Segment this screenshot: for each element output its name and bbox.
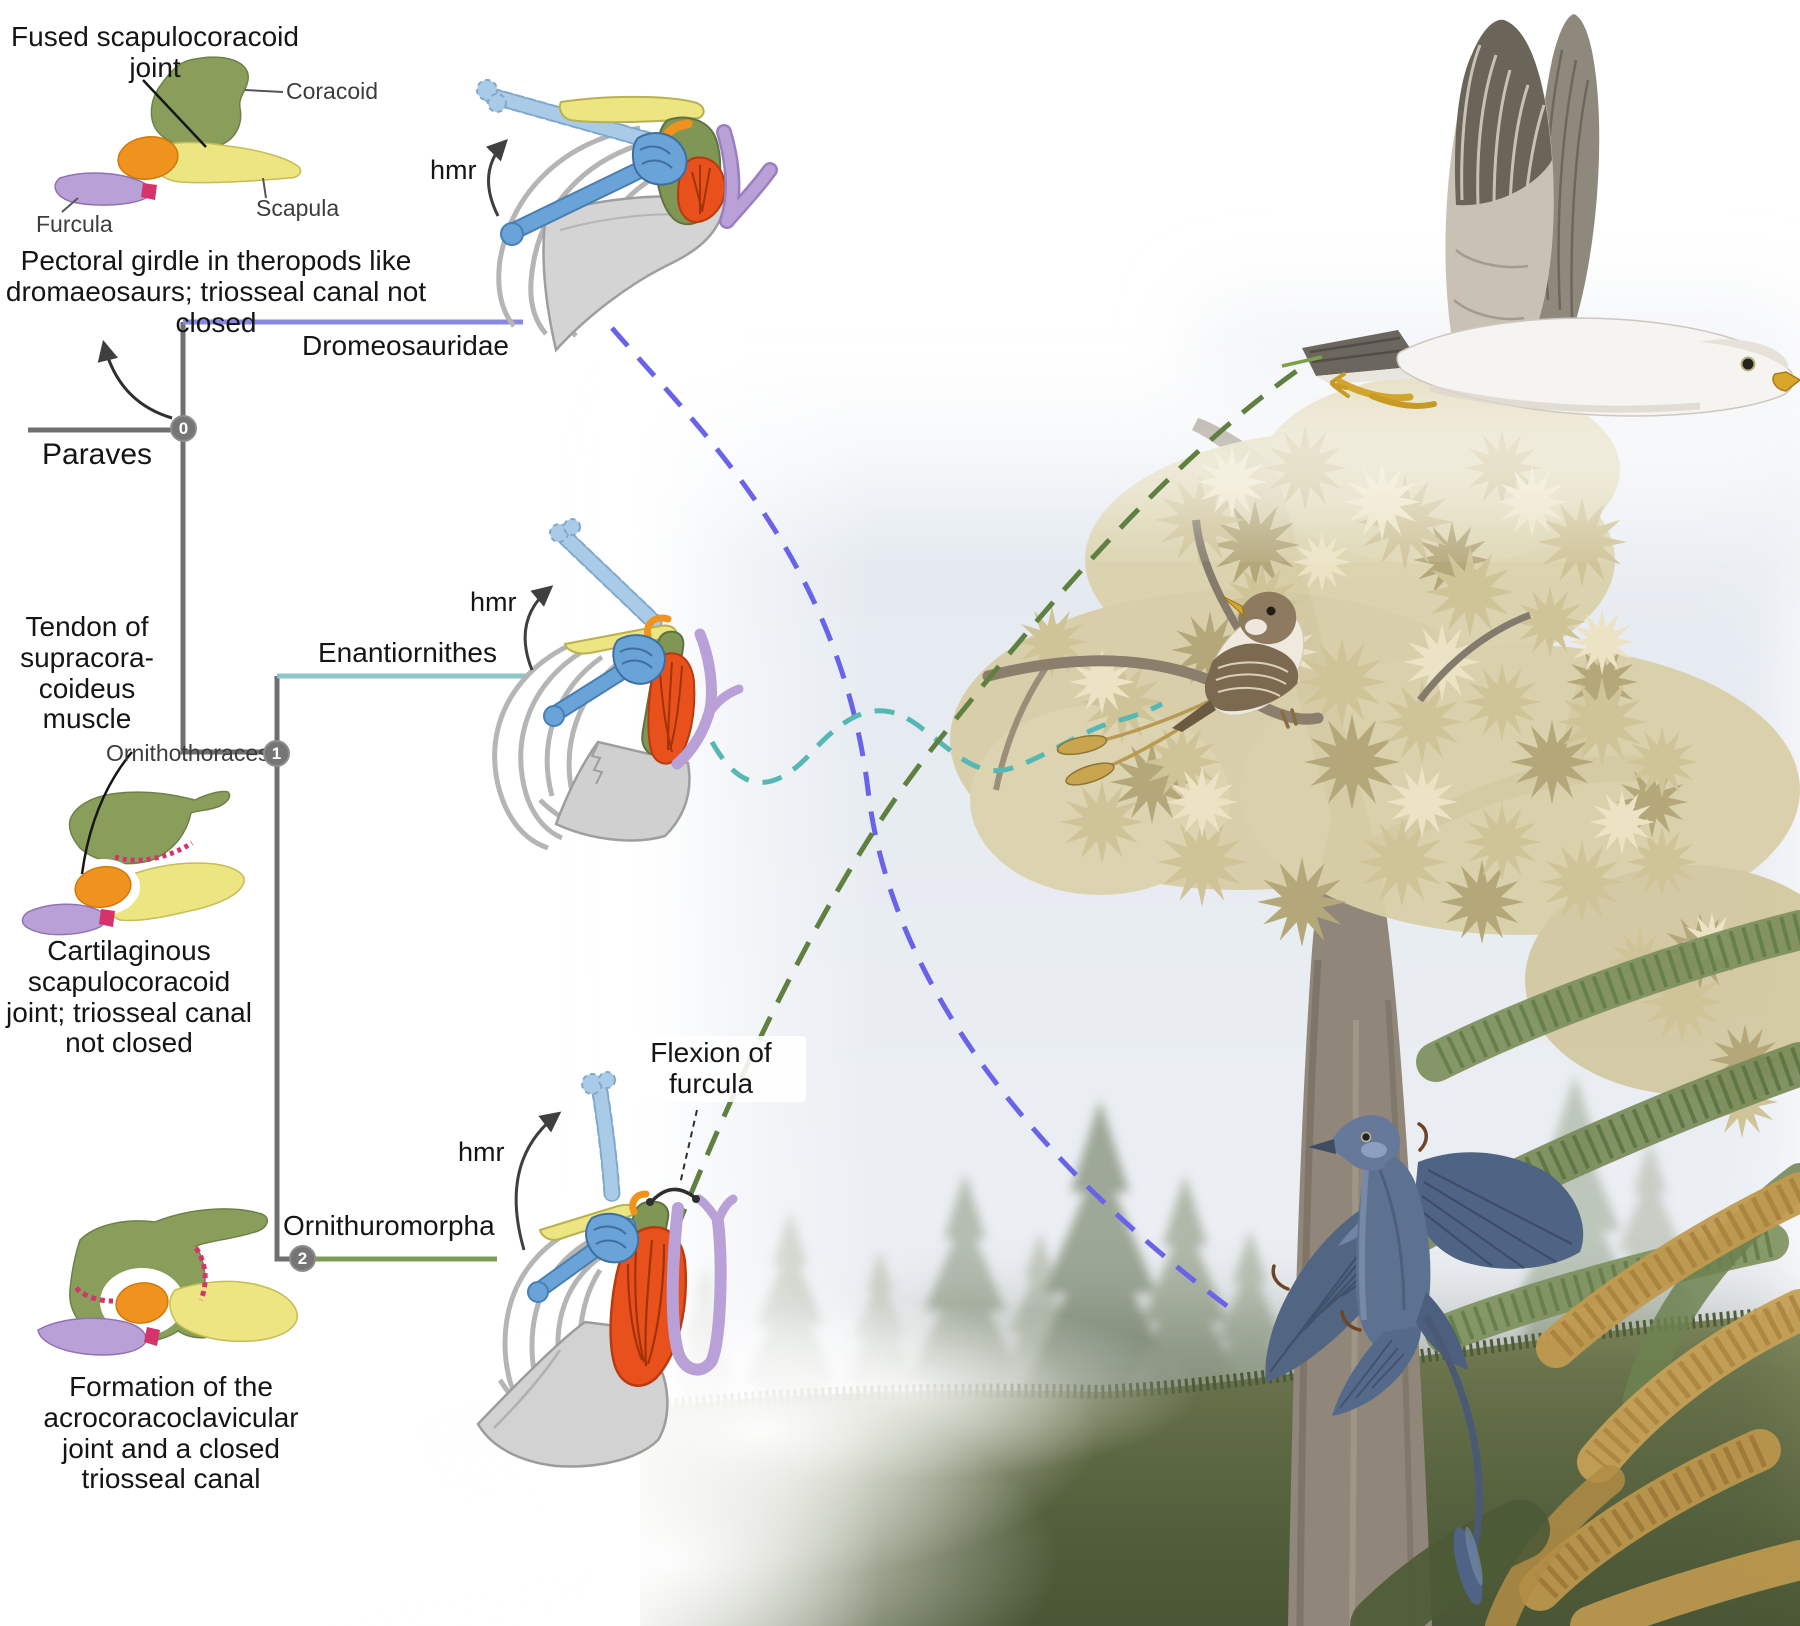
scapula-label: Scapula xyxy=(256,195,340,221)
connector-lines xyxy=(610,326,1300,1315)
ornithothoraces-label: Ornithothoraces xyxy=(106,740,270,766)
tree-node-1: 1 xyxy=(263,740,290,767)
clade-enantiornithes-label: Enantiornithes xyxy=(318,637,498,668)
flying-bird-icon xyxy=(1281,14,1800,417)
paraves-label: Paraves xyxy=(42,438,153,471)
connector-dromeosauridae xyxy=(610,326,1237,1315)
furcula-label: Furcula xyxy=(36,211,113,237)
girdle-stage3-icon xyxy=(37,1208,298,1356)
coracoid-label: Coracoid xyxy=(286,78,379,104)
hmr-label-dromeosauridae: hmr xyxy=(430,155,477,185)
joint-shape xyxy=(141,183,157,200)
supracoracoideus-shape xyxy=(117,136,179,180)
clade-ornithuromorpha-label: Ornithuromorpha xyxy=(283,1210,495,1241)
perch-branch-icon xyxy=(982,655,1324,725)
flexion-of-furcula-label: Flexion of furcula xyxy=(616,1036,806,1102)
tree-node-2: 2 xyxy=(289,1245,316,1272)
skeleton-enantiornithes-icon xyxy=(492,518,744,851)
girdle-stage2-icon xyxy=(21,751,245,936)
tree-node-0: 0 xyxy=(170,415,197,442)
girdle-stage1-icon xyxy=(54,56,302,213)
skeleton-ornithuromorpha-icon xyxy=(476,1071,738,1468)
scapula-shape xyxy=(150,141,302,184)
hmr-label-ornithuromorpha: hmr xyxy=(458,1137,505,1167)
tendon-label: Tendon of supracora-coideus muscle xyxy=(20,611,154,735)
stage1-caption: Pectoral girdle in theropods like dromae… xyxy=(5,245,427,338)
clade-dromeosauridae-label: Dromeosauridae xyxy=(302,330,509,361)
stage2-caption: Cartilaginous scapulocoracoid joint; tri… xyxy=(6,935,252,1059)
climbing-bird-icon xyxy=(1265,1115,1584,1605)
skeleton-dromeosauridae-icon xyxy=(476,79,778,353)
connector-ornithuromorpha xyxy=(657,367,1300,1273)
stage3-caption: Formation of the acrocoracoclavicular jo… xyxy=(43,1371,299,1495)
phylogeny-tree xyxy=(28,319,527,1262)
hmr-label-enantiornithes: hmr xyxy=(470,587,517,617)
golden-fronds-icon xyxy=(1350,1172,1800,1626)
perched-bird-icon xyxy=(1056,591,1305,786)
stage1-joint-label: Fused scapulocoracoid joint xyxy=(11,21,299,83)
